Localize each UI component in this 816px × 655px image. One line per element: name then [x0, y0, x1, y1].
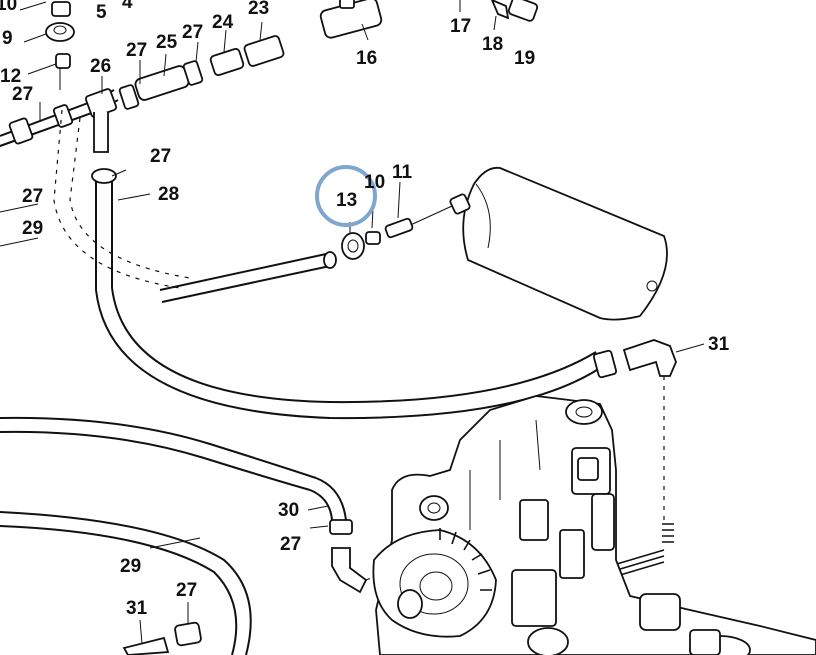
callout-28: 28: [158, 184, 179, 205]
callout-27-c: 27: [12, 84, 33, 105]
callout-4: 4: [122, 0, 133, 13]
callout-13: 13: [336, 190, 357, 211]
callout-27-f: 27: [176, 580, 197, 601]
callout-31-bottom: 31: [126, 598, 148, 619]
callout-9: 9: [2, 28, 13, 49]
callout-12: 12: [0, 66, 21, 87]
callout-26: 26: [90, 56, 111, 77]
pump-housing: [372, 395, 816, 655]
callout-27-d: 27: [150, 146, 171, 167]
reservoir-tank: [403, 166, 668, 321]
callout-31-right: 31: [708, 334, 730, 355]
callout-30: 30: [278, 500, 299, 521]
callout-19: 19: [514, 48, 535, 69]
callout-29: 29: [120, 556, 141, 577]
callout-10: 10: [364, 172, 385, 193]
callout-25: 25: [156, 32, 178, 53]
elbow-fitting-31: [592, 339, 705, 579]
callout-29-left: 29: [22, 218, 43, 239]
callout-11: 11: [392, 162, 413, 183]
callout-24: 24: [212, 12, 234, 33]
top-pipe-assembly: [0, 0, 539, 153]
callout-27-e: 27: [280, 534, 301, 555]
hose-13-connection: [159, 181, 414, 303]
callout-27-a: 27: [182, 22, 203, 43]
lower-hoses: [0, 169, 431, 655]
callout-27-left: 27: [22, 186, 43, 207]
callout-17: 17: [450, 16, 471, 37]
callout-5: 5: [96, 2, 107, 23]
callout-10-top: 10: [0, 0, 17, 15]
callout-18: 18: [482, 34, 503, 55]
callout-27-b: 27: [126, 40, 147, 61]
callout-16: 16: [356, 48, 377, 69]
highlight-circle-13: [315, 165, 377, 227]
callout-23: 23: [248, 0, 269, 19]
callout-labels: 10 5 4 17 18 19 9 27 24 23 16 12 26 27 2…: [0, 0, 730, 619]
